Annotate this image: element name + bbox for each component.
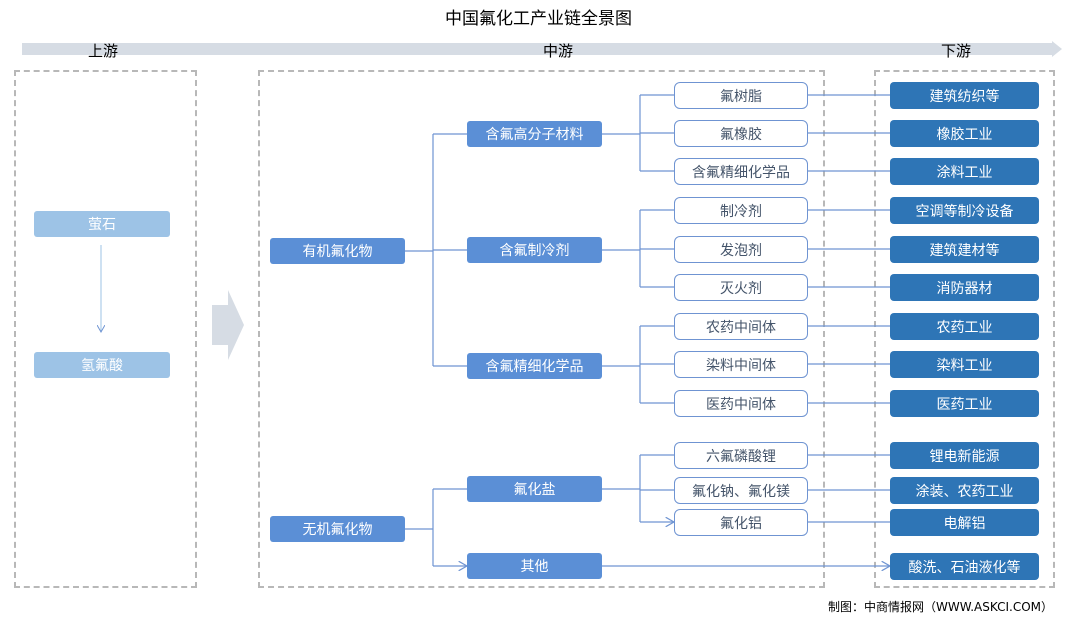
stage-upstream: 上游 bbox=[88, 42, 119, 60]
node-l2: 含氟制冷剂 bbox=[467, 237, 602, 263]
node-l3: 氟化钠、氟化镁 bbox=[674, 477, 808, 504]
node-downstream: 医药工业 bbox=[890, 390, 1039, 417]
node-downstream: 建筑纺织等 bbox=[890, 82, 1039, 109]
stage-band bbox=[22, 43, 1052, 55]
node-downstream: 酸洗、石油液化等 bbox=[890, 553, 1039, 580]
node-downstream: 橡胶工业 bbox=[890, 120, 1039, 147]
node-downstream: 建筑建材等 bbox=[890, 236, 1039, 263]
stage-downstream: 下游 bbox=[941, 42, 972, 60]
node-downstream: 涂料工业 bbox=[890, 158, 1039, 185]
node-l3: 六氟磷酸锂 bbox=[674, 442, 808, 469]
node-downstream: 农药工业 bbox=[890, 313, 1039, 340]
node-l3: 含氟精细化学品 bbox=[674, 158, 808, 185]
node-l2: 其他 bbox=[467, 553, 602, 579]
stage-midstream: 中游 bbox=[543, 42, 574, 60]
node-l3: 制冷剂 bbox=[674, 197, 808, 224]
stage-band-arrowhead bbox=[1052, 41, 1062, 57]
node-l2: 含氟精细化学品 bbox=[467, 353, 602, 379]
downstream-frame bbox=[874, 70, 1055, 588]
upstream-frame bbox=[14, 70, 197, 588]
node-l3: 灭火剂 bbox=[674, 274, 808, 301]
node-l3: 医药中间体 bbox=[674, 390, 808, 417]
node-downstream: 消防器材 bbox=[890, 274, 1039, 301]
node-l2: 氟化盐 bbox=[467, 476, 602, 502]
node-downstream: 电解铝 bbox=[890, 509, 1039, 536]
node-l3: 发泡剂 bbox=[674, 236, 808, 263]
node-fluorite: 萤石 bbox=[34, 211, 170, 237]
diagram-title: 中国氟化工产业链全景图 bbox=[445, 9, 632, 29]
node-l2: 含氟高分子材料 bbox=[467, 121, 602, 147]
source-credit: 制图：中商情报网（WWW.ASKCI.COM） bbox=[828, 600, 1053, 614]
node-l3: 氟树脂 bbox=[674, 82, 808, 109]
node-l3: 农药中间体 bbox=[674, 313, 808, 340]
node-l3: 氟化铝 bbox=[674, 509, 808, 536]
node-downstream: 涂装、农药工业 bbox=[890, 477, 1039, 504]
node-downstream: 染料工业 bbox=[890, 351, 1039, 378]
node-l3: 氟橡胶 bbox=[674, 120, 808, 147]
node-organic-fluoride: 有机氟化物 bbox=[270, 238, 405, 264]
midstream-frame bbox=[258, 70, 825, 588]
node-hydrofluoric-acid: 氢氟酸 bbox=[34, 352, 170, 378]
node-downstream: 空调等制冷设备 bbox=[890, 197, 1039, 224]
node-inorganic-fluoride: 无机氟化物 bbox=[270, 516, 405, 542]
node-downstream: 锂电新能源 bbox=[890, 442, 1039, 469]
node-l3: 染料中间体 bbox=[674, 351, 808, 378]
